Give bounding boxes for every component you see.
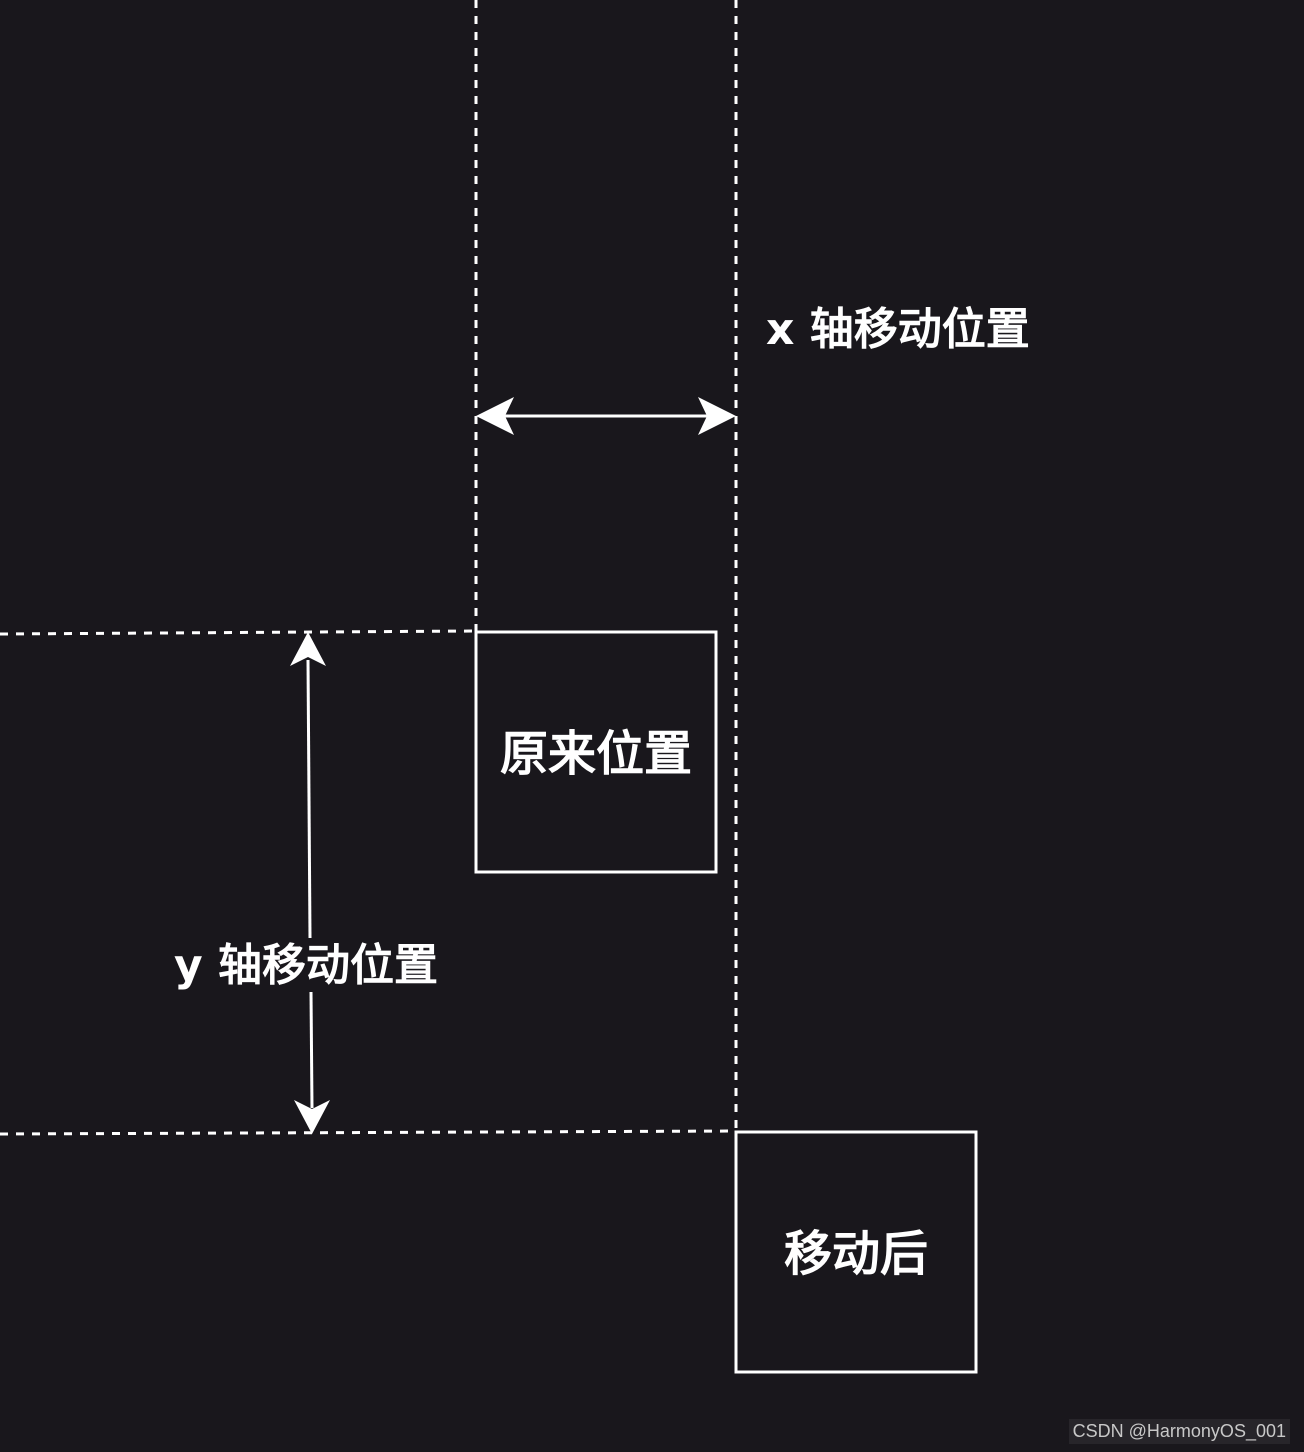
moved-position-label: 移动后 <box>784 1226 928 1282</box>
original-position-label: 原来位置 <box>500 726 692 782</box>
x-arrow-left-head <box>476 397 514 435</box>
y-offset-label: y 轴移动位置 <box>174 940 438 991</box>
horizontal-guide-original-top <box>0 629 477 636</box>
y-arrow-top-head <box>290 632 326 666</box>
moved-position-box <box>734 1130 978 1374</box>
x-arrow-right-head <box>698 397 736 435</box>
y-arrow-bottom-head <box>294 1100 330 1134</box>
horizontal-guide-moved-top <box>0 1129 737 1136</box>
csdn-watermark: CSDN @HarmonyOS_001 <box>1068 1419 1290 1444</box>
x-offset-arrow <box>476 397 736 435</box>
original-position-box <box>474 630 718 874</box>
x-offset-label: x 轴移动位置 <box>766 304 1030 355</box>
y-offset-arrow <box>290 632 330 1134</box>
